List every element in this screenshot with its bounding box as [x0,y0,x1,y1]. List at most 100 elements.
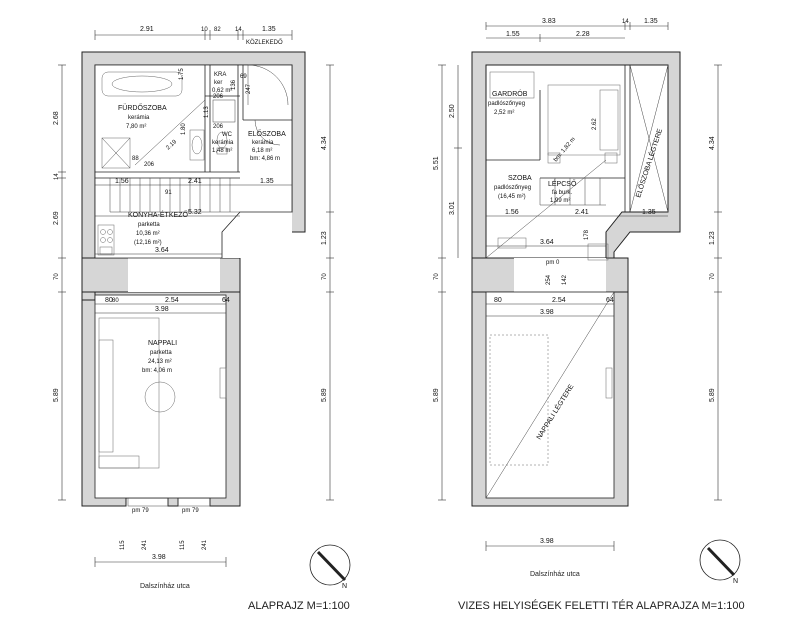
dim-label: 5.89 [709,388,716,402]
room-name-wc: WC [222,132,233,138]
dim-label: 206 [144,162,155,168]
room-area: 10,36 m² [136,231,160,237]
room-floor: padlószőnyeg [488,101,525,107]
dim-label: 3.64 [540,239,554,246]
dim-label: 206 [213,94,224,100]
room-name-hall: ELŐSZOBA [248,129,286,138]
room-area: 2,52 m² [494,110,514,116]
dim-label: 1.23 [321,231,328,245]
shower [101,137,131,169]
dim-label: 2.28 [576,31,590,38]
dimensions-inner: 1.56 2.41 1.35 5.32 3.64 80 2.54 64 3.98… [95,68,292,314]
dim-label: 115 [120,540,126,550]
dim-label: 88 [132,156,139,162]
bathtub [101,71,183,97]
dim-label: pm 0 [546,260,560,266]
dimensions-right: 4.34 1.23 70 5.89 [709,64,722,501]
room-name-kra: KRA [214,72,226,78]
dim-label: 1.80 [181,123,187,135]
dim-label: 2.69 [53,211,60,225]
room-floor: fa burk. [552,190,572,196]
room-name-corridor: KÖZLEKEDŐ [246,39,283,46]
dim-label: 4.34 [709,136,716,150]
dim-label: 5.32 [188,209,202,216]
dim-label: 2.68 [53,111,60,125]
dim-label: 70 [54,273,60,280]
bed [547,84,621,156]
room-floor: kerámia [212,140,234,146]
north-arrow-icon: N [309,544,351,590]
room-floor: parketta [150,350,172,356]
dim-label: 5.89 [53,388,60,402]
room-name-bathroom: FÜRDŐSZOBA [118,103,167,112]
room-labels: FÜRDŐSZOBA kerámia 7,80 m² KRA ker 0,62 … [118,39,286,374]
dim-label: 206 [213,124,224,130]
plan-upper-level: 3.83 14 1.35 1.55 2.28 5.51 2.50 3.01 70… [433,18,745,612]
plan-ground-floor: 2.91 10 82 14 1.35 2.68 14 2.69 70 5.89 [53,26,351,612]
dim-label: 3.98 [540,538,554,545]
room-area: 6,18 m² [252,148,272,154]
dim-label: bm: 1,82 m [553,136,577,163]
kitchen-counter [97,224,115,256]
dimensions-right: 4.34 1.23 70 5.89 [321,64,334,501]
dim-label: 4.34 [321,136,328,150]
dimensions-left: 5.51 2.50 3.01 70 5.89 [433,64,462,501]
dim-label: 14 [54,173,60,180]
dim-label: 1.35 [644,18,658,25]
dim-label: 3.83 [542,18,556,25]
room-area: 7,80 m² [126,124,146,130]
street-name: Dalszínház utca [140,583,190,590]
north-label: N [733,578,738,585]
dim-label: 142 [562,274,568,285]
dim-label: 3.98 [152,554,166,561]
dim-label: 70 [710,273,716,280]
room-area: 1,99 m² [550,198,570,204]
dim-label: 1.23 [709,231,716,245]
room-area-alt: (12,16 m²) [134,240,162,246]
dim-label: 82 [214,27,221,33]
dim-label: 115 [180,540,186,550]
dimensions-bottom: 115 241 115 241 3.98 [94,539,227,567]
dim-label: 2.41 [575,209,589,216]
dim-label: 2.41 [188,178,202,185]
dim-label: 3.98 [540,309,554,316]
dim-label: 5.89 [321,388,328,402]
desk [497,237,527,249]
dim-label: 14 [235,27,242,33]
dim-label: 3.01 [449,201,456,215]
plan-title: VIZES HELYISÉGEK FELETTI TÉR ALAPRAJZA M… [458,599,745,612]
dimensions-bottom: 3.98 [485,538,615,551]
room-area: 1,48 m² [212,148,232,154]
north-arrow-icon: N [699,539,741,585]
dimensions-top: 3.83 14 1.35 1.55 2.28 [485,18,669,42]
dim-label: 1.56 [505,209,519,216]
dim-label: 1.35 [260,178,274,185]
dim-label: 3.64 [155,247,169,254]
dim-label: 1.35 [642,209,656,216]
dim-label: 2.62 [592,118,598,130]
living-room-floor [94,294,227,499]
room-floor: kerámia [252,140,274,146]
dim-label: 80 [112,298,119,304]
room-height: bm: 4,86 m [250,156,280,162]
dim-label: 64 [606,297,614,304]
room-floor: padlószőnyeg [494,185,531,191]
room-name-living: NAPPALI [148,340,177,347]
dim-label: 80 [494,297,502,304]
room-floor: ker [214,80,222,86]
dim-label: 2.54 [165,297,179,304]
dim-label: 241 [142,539,148,550]
room-floor: parketta [138,222,160,228]
dim-label: 1.56 [115,178,129,185]
room-name-wardrobe: GARDRÓB [492,89,528,98]
room-name-stair: LÉPCSŐ [548,179,577,188]
room-name-kitchen: KONYHA-ÉTKEZŐ [128,210,188,219]
washbasin [189,129,205,161]
north-label: N [342,583,347,590]
dim-label: 241 [202,539,208,550]
dim-label: 91 [165,190,172,196]
dim-label: 1.55 [506,31,520,38]
window-label: pm 79 [182,508,199,514]
dim-label: 69 [240,74,247,80]
dim-label: 1.75 [179,68,185,80]
